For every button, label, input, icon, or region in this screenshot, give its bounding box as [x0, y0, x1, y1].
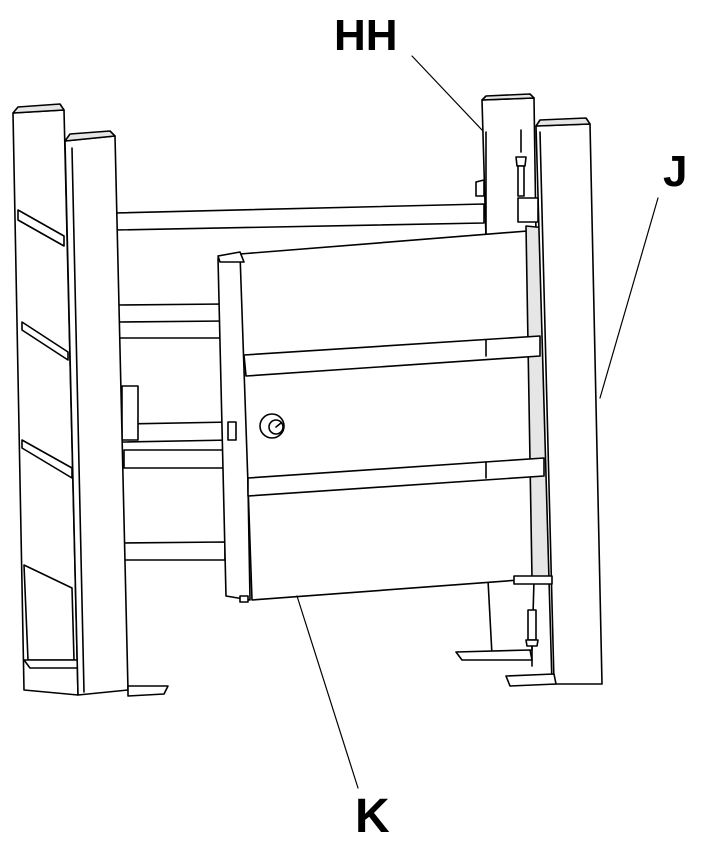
left-front-foot: [127, 685, 169, 697]
panel-k: [217, 225, 553, 603]
bottom-back-rail: [123, 541, 226, 561]
rear-post-slot-1: [17, 209, 65, 247]
leader-hh: [411, 55, 483, 131]
top-back-rail: [114, 203, 485, 231]
panel-channel-2: [247, 457, 545, 497]
rail-bracket: [121, 385, 139, 441]
upper-bolt: [515, 129, 527, 197]
callout-hh: HH: [334, 11, 398, 60]
right-front-post: [505, 117, 603, 687]
leader-j: [599, 197, 659, 399]
hh-bolt-nut: [475, 179, 485, 197]
leader-k: [296, 595, 359, 789]
back-right-foot: [455, 649, 533, 661]
panel-channel-1: [243, 335, 541, 377]
left-rear-post: [12, 103, 79, 696]
right-front-foot: [505, 673, 557, 687]
lower-bolt: [525, 609, 539, 667]
leader-lines: [296, 55, 659, 789]
rear-post-slot-2: [21, 321, 69, 361]
rear-post-slot-3: [21, 439, 73, 479]
panel-face: [239, 229, 547, 601]
left-front-post: [64, 130, 169, 697]
callout-j: J: [663, 147, 688, 196]
callout-k: K: [355, 790, 390, 843]
lower-back-rail: [123, 449, 233, 469]
